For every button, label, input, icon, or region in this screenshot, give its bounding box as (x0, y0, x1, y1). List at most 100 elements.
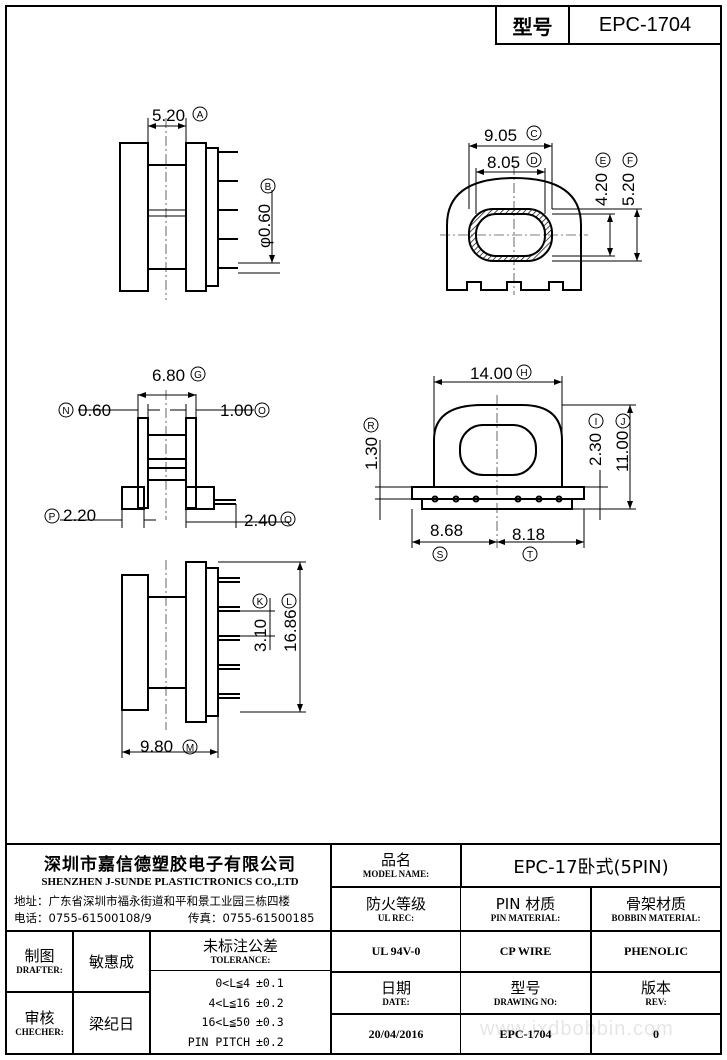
model-name-label: 品名 (380, 851, 411, 869)
ref-letter-b: B (260, 178, 276, 194)
tolerance-row: 0<L≦4±0.1 (215, 976, 284, 990)
drafter-value: 敏惠成 (88, 953, 134, 971)
svg-text:H: H (520, 368, 527, 379)
dim-n: 0.60 (78, 401, 111, 420)
svg-text:R: R (367, 421, 374, 432)
bobbin-material-label-en: BOBBIN MATERIAL: (611, 912, 701, 923)
drafter-label-en: DRAFTER: (16, 965, 63, 975)
ref-letter-i: I (588, 413, 604, 429)
company-name-en: SHENZHEN J-SUNDE PLASTICTRONICS CO.,LTD (41, 876, 299, 888)
dim-p: 2.20 (63, 506, 96, 525)
ul-rec-value: UL 94V-0 (371, 944, 421, 958)
svg-text:E: E (600, 156, 607, 167)
checker-value: 梁纪日 (88, 1014, 134, 1033)
ref-letter-q: Q (280, 511, 296, 527)
svg-text:F: F (627, 156, 633, 167)
ref-letter-k: K (252, 593, 268, 609)
date-label-en: DATE: (382, 996, 410, 1007)
pin-material-label: PIN 材质 (495, 894, 556, 913)
dim-k: 3.10 (251, 619, 270, 652)
dim-h: 14.00 (470, 364, 513, 383)
dim-o: 1.00 (220, 401, 253, 420)
drawing-frame (5, 5, 722, 1055)
ref-letter-o: O (254, 402, 270, 418)
svg-text:N: N (62, 406, 69, 417)
ref-letter-s: S (432, 546, 448, 562)
tolerance-row: 16<L≦50±0.3 (201, 1015, 284, 1029)
company-phone: 电话：0755-61500108/9 (14, 911, 152, 925)
svg-text:K: K (257, 597, 264, 608)
ul-rec-label-en: UL REC: (377, 912, 415, 923)
date-label: 日期 (380, 978, 411, 997)
dim-b: φ0.60 (255, 204, 274, 248)
svg-text:I: I (595, 417, 598, 428)
ref-letter-d: D (526, 152, 542, 168)
front-view-middle (375, 376, 636, 548)
checker-label-en: CHECHER: (15, 1026, 64, 1037)
dim-a: 5.20 (152, 106, 185, 125)
pin-material-label-en: PIN MATERIAL: (490, 912, 561, 923)
svg-text:C: C (530, 129, 537, 140)
dim-g: 6.80 (152, 366, 185, 385)
svg-text:B: B (265, 182, 272, 193)
svg-text:Q: Q (284, 515, 292, 526)
model-name-value: EPC-17卧式(5PIN) (513, 856, 669, 878)
technical-drawing: A B C D E F G N O P Q H R I J S T K L M … (44, 106, 642, 758)
dim-t: 8.18 (512, 525, 545, 544)
header-model-value: EPC-1704 (598, 13, 692, 36)
dim-s: 8.68 (430, 521, 463, 540)
pin-material-value: CP WIRE (499, 944, 552, 958)
svg-text:G: G (194, 370, 202, 381)
dim-c: 9.05 (484, 126, 517, 145)
dim-l: 16.86 (281, 609, 300, 652)
ref-letter-e: E (595, 152, 611, 168)
side-view-top (119, 118, 280, 300)
drawing-no-value: EPC-1704 (499, 1026, 552, 1041)
company-address: 地址：广东省深圳市福永街道和平和景工业园三栋四楼 (14, 894, 290, 908)
checker-label: 审核 (24, 1008, 55, 1027)
dim-q: 2.40 (244, 511, 277, 530)
ref-letter-a: A (192, 106, 208, 122)
svg-text:M: M (186, 743, 194, 754)
svg-text:J: J (621, 417, 626, 428)
tolerance-row: PIN PITCH±0.2 (187, 1034, 284, 1049)
svg-text:D: D (530, 156, 537, 167)
tolerance-label: 未标注公差 (202, 936, 278, 955)
ul-rec-label: 防火等级 (365, 894, 426, 913)
svg-text:P: P (49, 512, 56, 523)
bottom-view (121, 560, 306, 758)
svg-text:S: S (437, 550, 444, 561)
ref-letter-j: J (615, 413, 631, 429)
ref-letter-p: P (44, 508, 60, 524)
side-view-middle (60, 390, 290, 528)
dim-m: 9.80 (140, 737, 173, 756)
dim-i: 2.30 (586, 433, 605, 466)
tolerance-row: 4<L≦16±0.2 (208, 995, 284, 1010)
rev-value: 0 (653, 1026, 659, 1041)
ref-letter-m: M (182, 739, 198, 755)
svg-text:T: T (527, 550, 533, 561)
svg-text:O: O (258, 406, 266, 417)
drawing-no-label: 型号 (510, 978, 541, 997)
ref-letter-f: F (622, 152, 638, 168)
ref-letter-h: H (516, 364, 532, 380)
front-view-top (440, 143, 642, 295)
ref-letter-c: C (526, 125, 542, 141)
rev-label-en: REV: (645, 996, 667, 1007)
company-name-cn: 深圳市嘉信德塑胶电子有限公司 (44, 855, 296, 875)
dim-r: 1.30 (362, 437, 381, 470)
header-model-label: 型号 (512, 14, 553, 39)
tolerance-label-en: TOLERANCE: (210, 954, 271, 965)
rev-label: 版本 (640, 978, 671, 997)
bobbin-material-label: 骨架材质 (625, 894, 686, 913)
dim-d: 8.05 (487, 153, 520, 172)
dim-f: 5.20 (619, 173, 638, 206)
ref-letter-n: N (58, 402, 74, 418)
company-fax: 传真：0755-61500185 (188, 911, 315, 925)
drawing-no-label-en: DRAWING NO: (493, 996, 558, 1007)
tolerance-table: 0<L≦4±0.1 4<L≦16±0.2 16<L≦50±0.3 PIN PIT… (160, 974, 328, 1052)
ref-letter-t: T (522, 546, 538, 562)
svg-text:A: A (197, 110, 204, 121)
date-value: 20/04/2016 (368, 1026, 424, 1041)
ref-letter-l: L (281, 593, 297, 609)
